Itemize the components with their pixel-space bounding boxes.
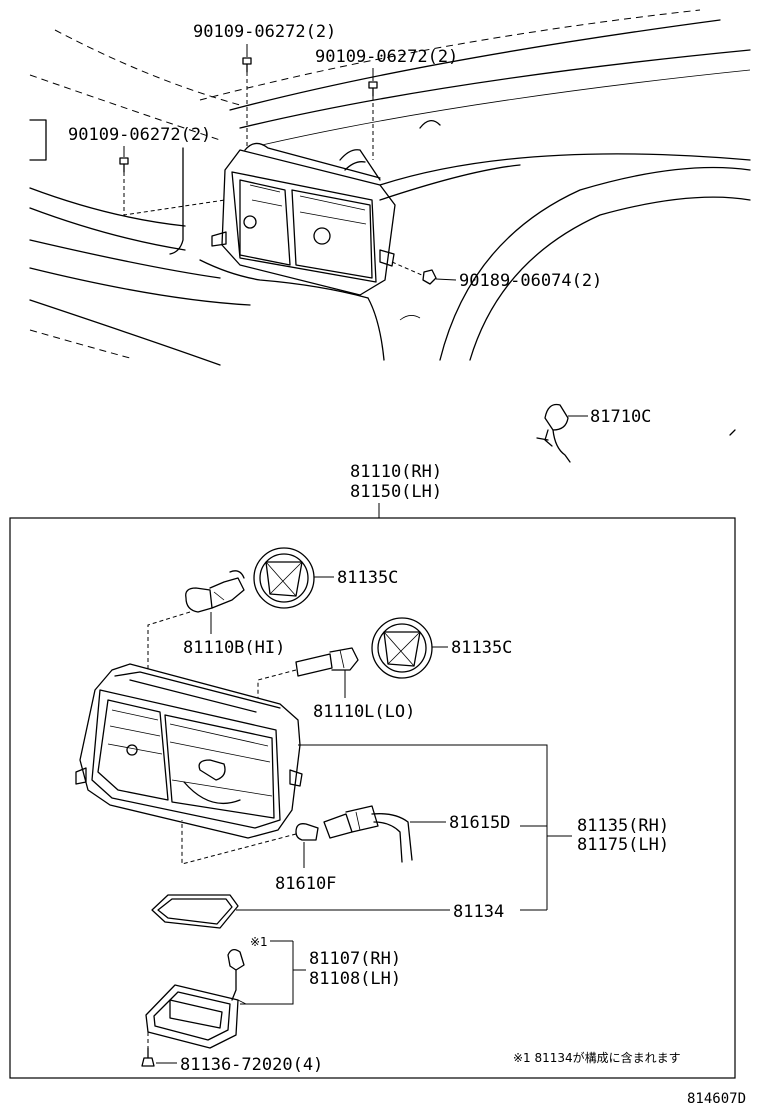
- callout-ballast-lh: 81108(LH): [309, 969, 401, 989]
- callout-headlamp-assy-rh: 81110(RH): [350, 462, 442, 482]
- headlamp-housing-icon: [75, 663, 303, 839]
- callout-screw: 81136-72020(4): [180, 1055, 323, 1075]
- callout-headlamp-assy-lh: 81150(LH): [350, 482, 442, 502]
- gasket-icon: [151, 894, 239, 929]
- callout-gasket: 81134: [453, 902, 504, 922]
- upper-fasteners: [119, 57, 437, 285]
- footnote: ※1 81134が構成に含まれます: [513, 1050, 681, 1065]
- callout-bolt-left: 90109-06272(2): [68, 125, 211, 145]
- bulb-hi-icon: [185, 570, 245, 628]
- bolt-left-icon: [119, 157, 226, 216]
- bulb-small-icon: [181, 820, 319, 865]
- cover-upper-icon: [253, 547, 315, 609]
- callout-nut-side: 90189-06074(2): [459, 271, 602, 291]
- side-turn-lamp-icon: [536, 403, 736, 463]
- bolt-top-right-icon: [368, 81, 378, 160]
- callout-cover-lower: 81135C: [451, 638, 512, 658]
- screw-icon: [141, 1032, 155, 1067]
- callout-bulb-hi: 81110B(HI): [183, 638, 285, 658]
- ref-mark: ※1: [250, 935, 268, 949]
- bulb-lo-icon: [257, 647, 359, 698]
- bolt-top-center-icon: [242, 57, 252, 148]
- diagram-id: 814607D: [687, 1091, 746, 1107]
- callout-unit-lh: 81175(LH): [577, 835, 669, 855]
- socket-wire-icon: [323, 805, 413, 863]
- callout-cover-upper: 81135C: [337, 568, 398, 588]
- callout-bolt-top-right: 90109-06272(2): [315, 47, 458, 67]
- callout-ballast-rh: 81107(RH): [309, 949, 401, 969]
- callout-bulb-lo: 81110L(LO): [313, 702, 415, 722]
- callout-bulb-small: 81610F: [275, 874, 336, 894]
- callout-unit-rh: 81135(RH): [577, 816, 669, 836]
- vehicle-body-illustration: [29, 9, 751, 366]
- ballast-icon: [145, 948, 247, 1049]
- callout-socket-wire: 81615D: [449, 813, 510, 833]
- cover-lower-icon: [371, 617, 433, 679]
- callout-side-turn-lamp: 81710C: [590, 407, 651, 427]
- nut-side-icon: [391, 261, 437, 285]
- installed-headlamp-illustration: [211, 142, 396, 296]
- assembly-frame: [9, 517, 736, 1079]
- callout-bolt-top-center: 90109-06272(2): [193, 22, 336, 42]
